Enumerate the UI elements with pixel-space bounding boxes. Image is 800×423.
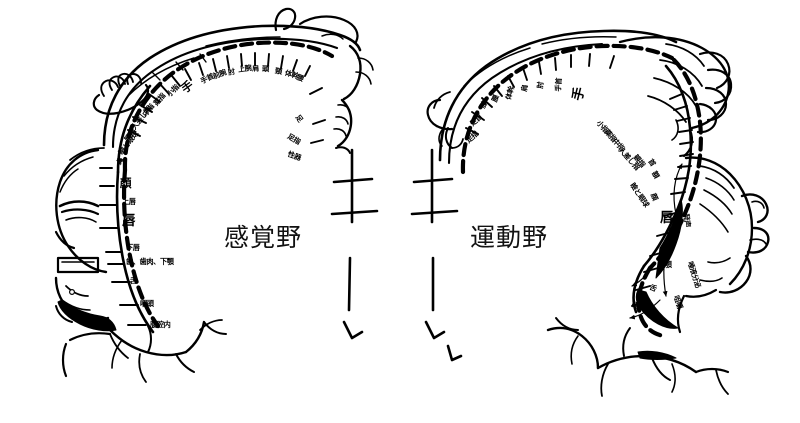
right-panel-label-tekubi: 手首 — [553, 77, 564, 92]
left-body-flourish — [61, 319, 227, 383]
left-panel-label-fukkunai: 腹腔内 — [150, 320, 171, 329]
left-panel-label-kata: 肩 — [251, 63, 259, 73]
right-panel-title: 運動野 — [470, 223, 549, 252]
left-panel-label-kuchibiru: 唇 — [122, 213, 136, 229]
right-body-flourish — [546, 317, 730, 397]
left-panel-title: 感覚野 — [224, 223, 303, 252]
right-panel-label-kuchibiru: 唇 — [660, 210, 674, 226]
left-panel-label-atama: 頭 — [261, 64, 270, 74]
right-panel-label-hassei: 発声 — [681, 212, 693, 228]
left-panel-label-kao: 顔 — [120, 176, 132, 190]
left-tick-marks — [99, 52, 326, 326]
left-brain-outline — [92, 7, 374, 334]
right-brain-outline — [426, 29, 733, 339]
left-panel-label-jouwan: 上腕 — [237, 63, 253, 74]
left-panel-label-shita: 舌 — [130, 276, 137, 285]
left-panel-label-hiji: 肘 — [227, 66, 236, 77]
right-head-profile — [676, 156, 770, 334]
right-panel-label-kata: 肩 — [519, 84, 530, 93]
centre-section-marks — [330, 148, 463, 362]
right-function-arrows — [629, 163, 683, 320]
right-panel-label-hiji: 肘 — [535, 81, 546, 90]
left-head-profile — [54, 147, 117, 332]
left-panel-label-ha-shiniku-kagaku: 歯、歯肉、下顎 — [126, 257, 174, 266]
right-panel-label-kagaku: 下顎 — [658, 260, 672, 269]
left-panel-label-uwakuchibiru: 上唇 — [122, 197, 136, 206]
left-panel-label-intou: 咽頭 — [140, 299, 154, 308]
left-panel-label-shitakuchibiru: 下唇 — [126, 243, 140, 252]
left-panel-label-kubi: 頸 — [274, 66, 283, 77]
